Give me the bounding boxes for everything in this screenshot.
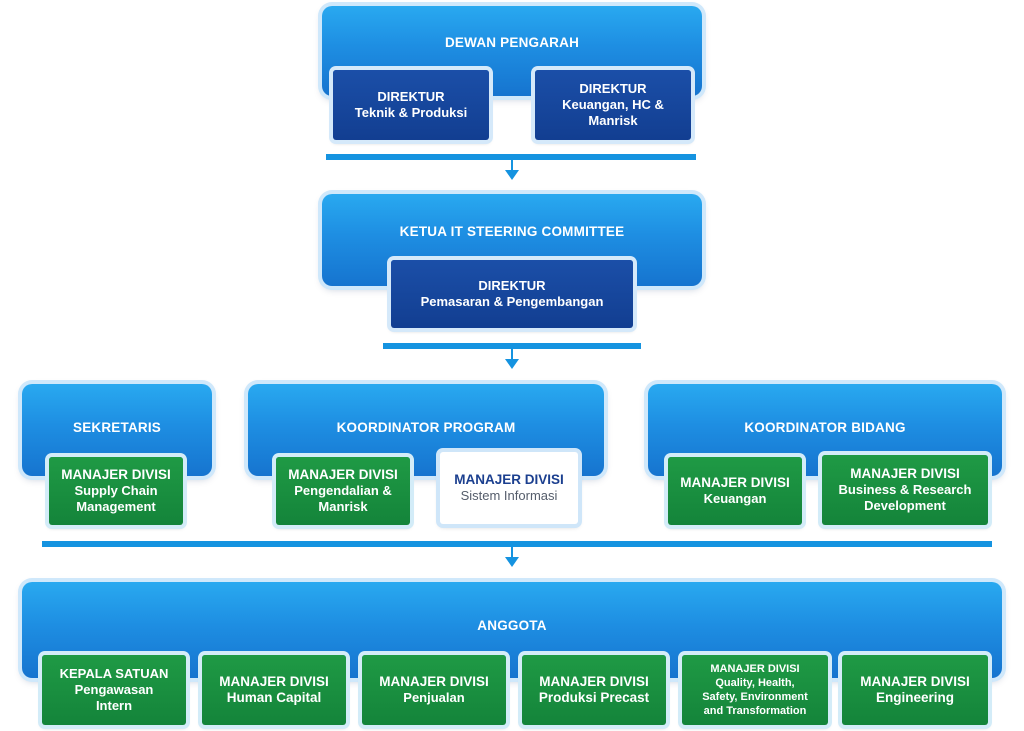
connector-bar-1 — [326, 154, 696, 160]
connector-arrow-2 — [511, 349, 513, 359]
anggota-member-engineering: MANAJER DIVISI Engineering — [842, 655, 988, 725]
box-line3: Manrisk — [588, 113, 638, 128]
anggota-member-spi: KEPALA SATUAN Pengawasan Intern — [42, 655, 186, 725]
anggota-member-human-capital: MANAJER DIVISI Human Capital — [202, 655, 346, 725]
anggota-member-penjualan: MANAJER DIVISI Penjualan — [362, 655, 506, 725]
box-line3: Development — [864, 498, 946, 513]
box-line2: Pengendalian & — [294, 483, 392, 498]
box-line1: MANAJER DIVISI — [379, 674, 489, 689]
anggota-member-qhse: MANAJER DIVISI Quality, Health, Safety, … — [682, 655, 828, 725]
koordinator-program-title: KOORDINATOR PROGRAM — [336, 420, 516, 435]
direktur-pemasaran-box: DIREKTUR Pemasaran & Pengembangan — [391, 260, 633, 328]
connector-bar-3 — [42, 541, 992, 547]
koordinator-bidang-title: KOORDINATOR BIDANG — [744, 420, 906, 435]
box-line2: Keuangan, HC & — [562, 97, 664, 112]
box-line3: Manrisk — [318, 499, 368, 514]
box-line1: MANAJER DIVISI — [454, 472, 564, 487]
manajer-pengendalian-box: MANAJER DIVISI Pengendalian & Manrisk — [276, 457, 410, 525]
sekretaris-title: SEKRETARIS — [72, 420, 161, 435]
connector-arrow-1 — [511, 160, 513, 170]
dewan-pengarah-title: DEWAN PENGARAH — [444, 35, 580, 50]
box-line2: Produksi Precast — [538, 690, 650, 705]
box-line1: DIREKTUR — [579, 81, 647, 96]
box-line2: Penjualan — [403, 690, 465, 705]
box-line1: MANAJER DIVISI — [288, 467, 398, 482]
box-line1: DIREKTUR — [478, 278, 546, 293]
box-line2: Human Capital — [226, 690, 322, 705]
arrowhead-3 — [505, 557, 519, 567]
box-line1: MANAJER DIVISI — [710, 663, 800, 675]
anggota-title: ANGGOTA — [477, 618, 547, 633]
box-line3: Intern — [95, 698, 133, 713]
box-line2: Supply Chain — [74, 483, 158, 498]
box-line2: Keuangan — [703, 491, 767, 506]
box-line1: MANAJER DIVISI — [680, 475, 790, 490]
box-line1: MANAJER DIVISI — [850, 466, 960, 481]
manajer-supply-chain-box: MANAJER DIVISI Supply Chain Management — [49, 457, 183, 525]
box-line2: Quality, Health, — [715, 677, 795, 689]
box-line1: MANAJER DIVISI — [539, 674, 649, 689]
arrowhead-2 — [505, 359, 519, 369]
box-line2: Sistem Informasi — [460, 488, 558, 503]
box-line2: Engineering — [875, 690, 954, 705]
ketua-it-steering-title: KETUA IT STEERING COMMITTEE — [399, 224, 625, 239]
direktur-keuangan-box: DIREKTUR Keuangan, HC & Manrisk — [535, 70, 691, 140]
box-line1: KEPALA SATUAN — [59, 666, 169, 681]
manajer-keuangan-box: MANAJER DIVISI Keuangan — [668, 457, 802, 525]
box-line1: DIREKTUR — [377, 89, 445, 104]
box-line3: Management — [76, 499, 156, 514]
anggota-member-produksi-precast: MANAJER DIVISI Produksi Precast — [522, 655, 666, 725]
direktur-teknik-produksi-box: DIREKTUR Teknik & Produksi — [333, 70, 489, 140]
connector-arrow-3 — [511, 547, 513, 557]
manajer-business-research-box: MANAJER DIVISI Business & Research Devel… — [822, 455, 988, 525]
box-line3: Safety, Environment — [702, 691, 808, 703]
box-line2: Teknik & Produksi — [354, 105, 468, 120]
box-line1: MANAJER DIVISI — [61, 467, 171, 482]
box-line1: MANAJER DIVISI — [860, 674, 970, 689]
connector-bar-2 — [383, 343, 641, 349]
manajer-sistem-informasi-box: MANAJER DIVISI Sistem Informasi — [440, 452, 578, 524]
box-line1: MANAJER DIVISI — [219, 674, 329, 689]
box-line2: Business & Research — [838, 482, 972, 497]
box-line2: Pemasaran & Pengembangan — [420, 294, 604, 309]
arrowhead-1 — [505, 170, 519, 180]
box-line2: Pengawasan — [74, 682, 154, 697]
box-line4: and Transformation — [703, 705, 807, 717]
